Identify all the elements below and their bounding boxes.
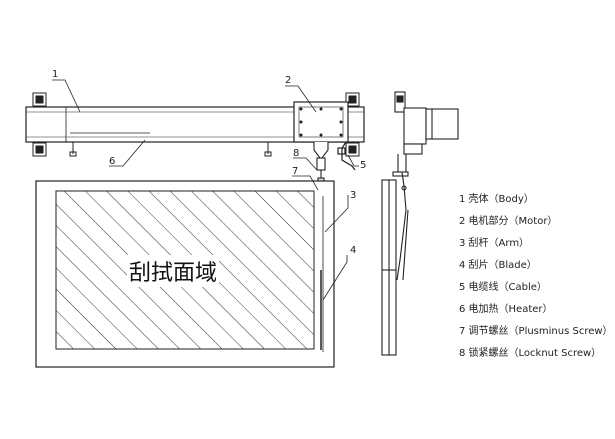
cable [337,141,356,171]
legend-item-heater: 6 电加热（Heater） [459,304,553,315]
legend-item-plusminus-screw: 7 调节螺丝（Plusminus Screw） [459,326,613,337]
legend-item-body: 1 壳体（Body） [459,194,534,205]
callout-3: 3 [350,190,356,201]
mounting-brackets [32,92,360,157]
callout-leaders [52,79,359,301]
legend-item-blade: 4 刮片（Blade） [459,260,537,271]
callout-6: 6 [109,156,115,167]
wiping-area-label: 刮拭面域 [127,255,220,287]
parts-legend: 1 壳体（Body） 2 电机部分（Motor） 3 刮杆（Arm） 4 刮片（… [459,192,613,368]
callout-1: 1 [52,69,58,80]
legend-item-locknut-screw: 8 锁紧螺丝（Locknut Screw） [459,348,602,359]
wiper-blade [320,196,324,352]
legend-item-motor: 2 电机部分（Motor） [459,216,558,227]
callout-5: 5 [360,160,366,171]
callout-8: 8 [293,148,299,159]
side-view [381,91,459,356]
heater-studs [69,142,272,157]
legend-item-cable: 5 电缆线（Cable） [459,282,547,293]
callout-2: 2 [285,75,291,86]
legend-item-arm: 3 刮杆（Arm） [459,238,530,249]
callout-4: 4 [350,245,356,256]
motor-box [293,101,349,143]
callout-7: 7 [292,166,298,177]
